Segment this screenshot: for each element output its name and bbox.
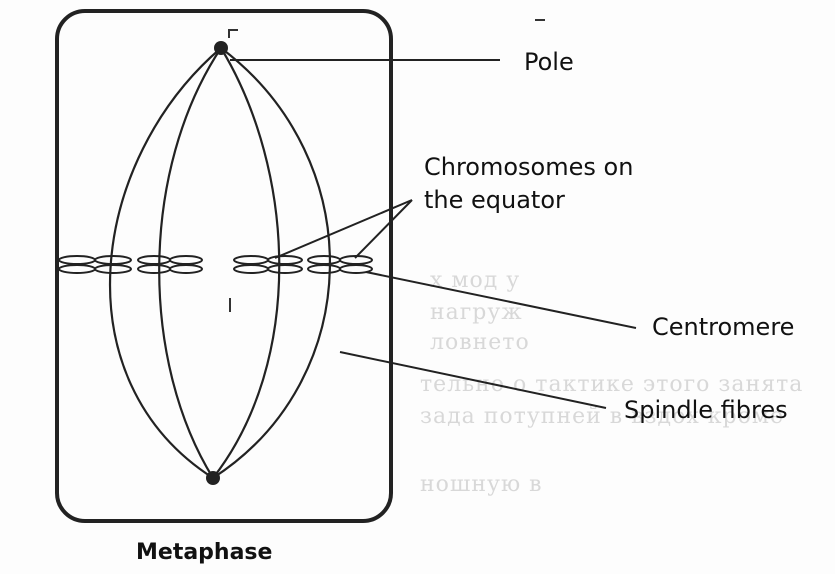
pole-top — [214, 41, 228, 55]
spindle-leader — [339, 351, 607, 409]
pole-bottom — [206, 471, 220, 485]
label-chromosomes-line2: the equator — [424, 186, 565, 214]
centromere-leader — [365, 271, 637, 329]
chromosomes — [58, 255, 373, 274]
leader-lines — [230, 59, 637, 409]
caption-metaphase: Metaphase — [136, 540, 273, 565]
label-pole: Pole — [524, 48, 574, 76]
chromosome-leader-2 — [354, 199, 413, 259]
label-chromosomes-line1: Chromosomes on — [424, 153, 634, 181]
label-spindle-fibres: Spindle fibres — [624, 396, 788, 424]
chromosome-leader-1 — [274, 199, 413, 259]
cell-outline — [55, 9, 393, 523]
label-centromere: Centromere — [652, 313, 795, 341]
